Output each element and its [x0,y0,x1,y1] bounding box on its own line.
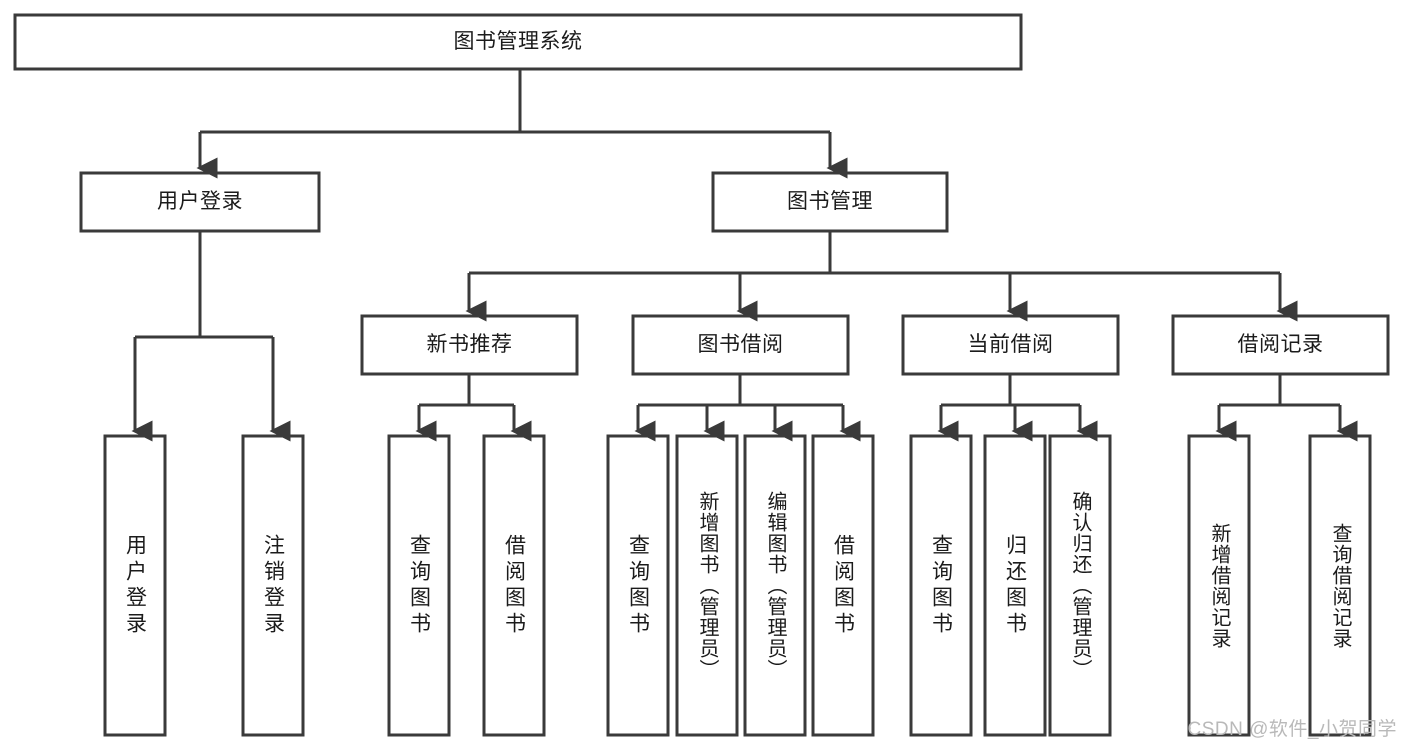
node-box-leaf-query-book-2 [606,434,670,737]
node-box-leaf-borrow-book-2 [811,434,875,737]
node-box-new-book-recommend [360,314,579,376]
node-box-leaf-query-record [1308,434,1372,737]
node-box-current-borrow [901,314,1120,376]
node-box-borrow-record [1171,314,1390,376]
node-box-leaf-add-book [675,434,739,737]
node-box-root [13,13,1023,71]
node-box-user-login [79,171,321,233]
node-box-leaf-borrow-book-1 [482,434,546,737]
node-box-leaf-return-book [983,434,1047,737]
node-box-leaf-confirm-return [1048,434,1112,737]
node-box-book-borrow [631,314,850,376]
node-box-leaf-user-login [103,434,167,737]
node-box-leaf-query-book-3 [909,434,973,737]
node-box-book-manage [711,171,949,233]
node-box-leaf-add-record [1187,434,1251,737]
node-box-leaf-query-book-1 [387,434,451,737]
node-box-leaf-user-logout [241,434,305,737]
node-box-leaf-edit-book [743,434,807,737]
